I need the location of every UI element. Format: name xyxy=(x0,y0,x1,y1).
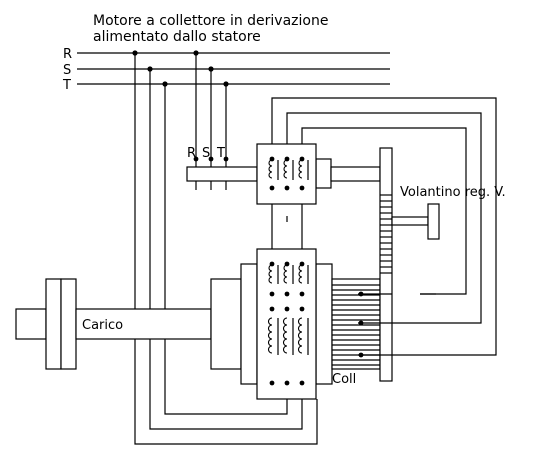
regulator-coils xyxy=(268,159,309,180)
regulator-shaft xyxy=(186,158,381,189)
handwheel xyxy=(427,203,440,240)
motor xyxy=(210,248,333,400)
commutator-label: Coll xyxy=(332,372,356,387)
regulating-transformer xyxy=(256,143,317,205)
load-coupling-right xyxy=(60,278,77,370)
regulator-shaft-left xyxy=(186,166,258,182)
phase-s-label: S xyxy=(63,63,71,78)
brush-holders xyxy=(358,291,436,358)
handwheel-label: Volantino reg. V. xyxy=(400,185,506,200)
load-coupling-left xyxy=(45,278,62,370)
rocker-column xyxy=(379,147,393,382)
speed-handwheel: Volantino reg. V. xyxy=(391,185,506,240)
load-label: Carico xyxy=(82,318,123,333)
phase-t-label: T xyxy=(62,78,71,93)
rocker-rack-teeth xyxy=(380,194,392,274)
load-shaft-stub xyxy=(15,308,47,340)
rotor-coils xyxy=(268,261,309,297)
regulator-coupling xyxy=(315,158,332,189)
title-line-1: Motore a collettore in derivazione xyxy=(93,13,328,29)
stator-supply-wiring xyxy=(132,50,318,445)
commutator: Coll xyxy=(331,278,381,387)
motor-end-bearing xyxy=(210,278,242,370)
stator-coils xyxy=(267,306,309,386)
commutator-segments xyxy=(332,284,380,366)
regulator-shaft-right xyxy=(330,166,381,182)
transformer-supply-wiring: R S T xyxy=(187,50,229,190)
brush-loops xyxy=(271,97,497,356)
regulator-rotor-leads xyxy=(271,204,303,250)
handwheel-shaft xyxy=(391,216,429,226)
supply-lines: R S T xyxy=(62,47,390,93)
stator-right xyxy=(315,263,333,385)
load: Carico xyxy=(15,278,212,370)
stator-left xyxy=(240,263,258,385)
terminal-s-label: S xyxy=(202,146,210,161)
title-line-2: alimentato dallo statore xyxy=(93,29,261,45)
brush-rocker xyxy=(358,147,436,382)
terminal-r-label: R xyxy=(187,146,196,161)
phase-r-label: R xyxy=(63,47,72,62)
motor-core xyxy=(256,248,317,400)
terminal-t-label: T xyxy=(216,146,225,161)
